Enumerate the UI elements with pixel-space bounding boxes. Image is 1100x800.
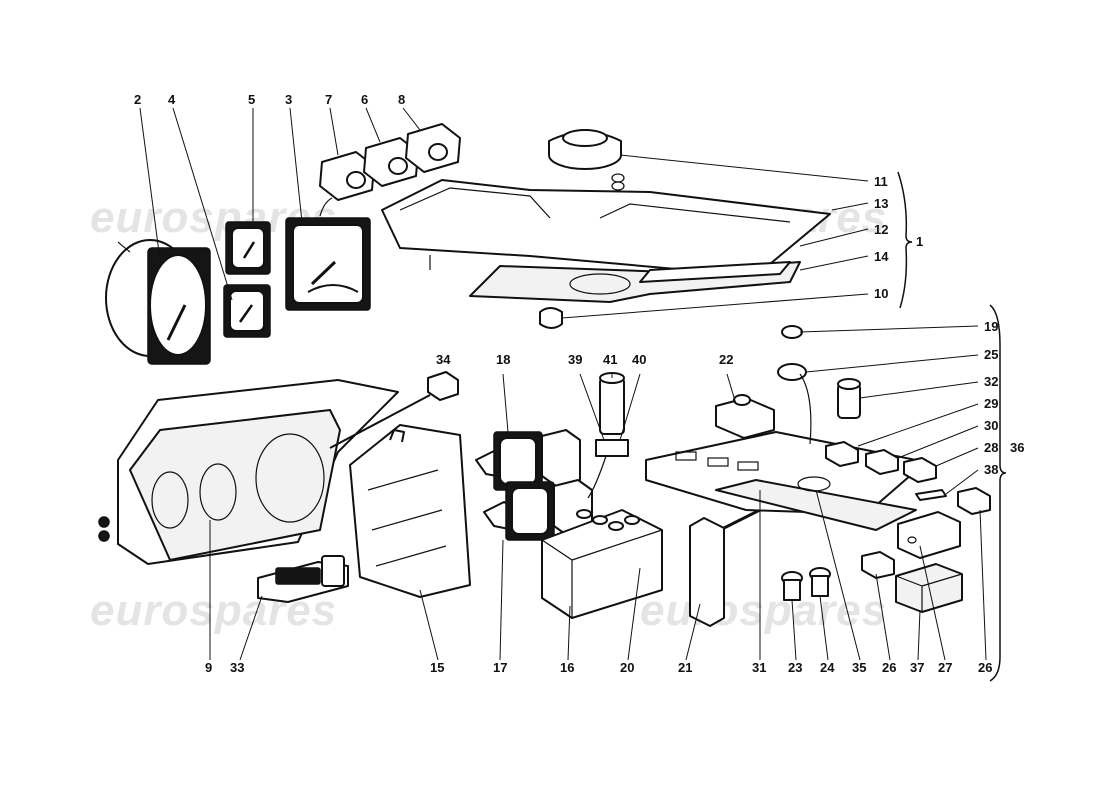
callout-37: 37 bbox=[910, 660, 924, 675]
callout-12: 12 bbox=[874, 222, 888, 237]
group-bracket-1 bbox=[897, 171, 913, 309]
rocker-switch-29-part bbox=[825, 441, 859, 467]
speaker-part bbox=[548, 129, 625, 191]
tachometer-part bbox=[105, 239, 211, 365]
strip-38-part bbox=[915, 489, 947, 501]
rocker-switch-30-part bbox=[865, 449, 899, 475]
callout-16: 16 bbox=[560, 660, 574, 675]
relay-strip-part bbox=[689, 506, 765, 627]
callout-11: 11 bbox=[874, 174, 888, 189]
small-gauge-lower-part bbox=[223, 284, 271, 338]
aux-gauge-17-part bbox=[483, 479, 593, 541]
instrument-housing-part bbox=[98, 379, 431, 565]
callout-20: 20 bbox=[620, 660, 634, 675]
callout-23: 23 bbox=[788, 660, 802, 675]
callout-30: 30 bbox=[984, 418, 998, 433]
callout-9: 9 bbox=[205, 660, 212, 675]
callout-24: 24 bbox=[820, 660, 835, 675]
rocker-switch-28-part bbox=[903, 457, 937, 483]
callout-22: 22 bbox=[719, 352, 733, 367]
callout-2: 2 bbox=[134, 92, 141, 107]
callout-33: 33 bbox=[230, 660, 244, 675]
callout-4: 4 bbox=[168, 92, 176, 107]
switch-housing-part bbox=[897, 511, 961, 559]
bracket-switch-part bbox=[715, 394, 775, 439]
callout-7: 7 bbox=[325, 92, 332, 107]
small-gauge-upper-part bbox=[225, 221, 271, 275]
lighter-element-part bbox=[777, 363, 812, 445]
rocker-switch-26-left-part bbox=[861, 551, 895, 579]
lighter-socket-part bbox=[837, 378, 861, 419]
callout-29: 29 bbox=[984, 396, 998, 411]
rocker-switch-26-right-part bbox=[957, 487, 991, 515]
ignition-switch-part bbox=[587, 372, 629, 499]
callout-39: 39 bbox=[568, 352, 582, 367]
knob-part bbox=[539, 307, 563, 329]
callout-21: 21 bbox=[678, 660, 692, 675]
callout-31: 31 bbox=[752, 660, 766, 675]
indicator-lamp-6-part bbox=[363, 137, 419, 187]
leader-lines bbox=[139, 107, 987, 661]
console-tray-part bbox=[381, 179, 831, 303]
callout-1: 1 bbox=[916, 234, 923, 249]
callout-6: 6 bbox=[361, 92, 368, 107]
callout-36: 36 bbox=[1010, 440, 1024, 455]
clock-part bbox=[257, 555, 349, 603]
switch-panel-part bbox=[645, 431, 927, 531]
warning-lamp-24-part bbox=[809, 567, 831, 597]
speedometer-part bbox=[285, 197, 371, 311]
callout-26-right: 26 bbox=[978, 660, 992, 675]
callout-3: 3 bbox=[285, 92, 292, 107]
switch-34-part bbox=[427, 371, 459, 401]
aux-gauge-18-part bbox=[475, 429, 581, 491]
callout-10: 10 bbox=[874, 286, 888, 301]
centre-duct-part bbox=[349, 424, 471, 598]
callout-14: 14 bbox=[874, 249, 889, 264]
callout-41: 41 bbox=[603, 352, 617, 367]
callout-27: 27 bbox=[938, 660, 952, 675]
group-bracket-36 bbox=[989, 304, 1007, 682]
callout-18: 18 bbox=[496, 352, 510, 367]
callout-35: 35 bbox=[852, 660, 866, 675]
callout-19: 19 bbox=[984, 319, 998, 334]
callout-40: 40 bbox=[632, 352, 646, 367]
callout-38: 38 bbox=[984, 462, 998, 477]
callout-32: 32 bbox=[984, 374, 998, 389]
callout-26-left: 26 bbox=[882, 660, 896, 675]
fuse-box-part bbox=[541, 509, 663, 619]
watermark-bottom-right: eurospares bbox=[640, 586, 887, 635]
callout-34: 34 bbox=[436, 352, 451, 367]
callout-25: 25 bbox=[984, 347, 998, 362]
callout-5: 5 bbox=[248, 92, 255, 107]
indicator-lamp-8-part bbox=[405, 123, 461, 173]
callout-28: 28 bbox=[984, 440, 998, 455]
callout-17: 17 bbox=[493, 660, 507, 675]
indicator-lamp-7-part bbox=[319, 151, 375, 201]
callout-15: 15 bbox=[430, 660, 444, 675]
warning-lamp-23-part bbox=[781, 571, 803, 601]
callout-8: 8 bbox=[398, 92, 405, 107]
lighter-knob-part bbox=[781, 325, 803, 339]
callout-13: 13 bbox=[874, 196, 888, 211]
